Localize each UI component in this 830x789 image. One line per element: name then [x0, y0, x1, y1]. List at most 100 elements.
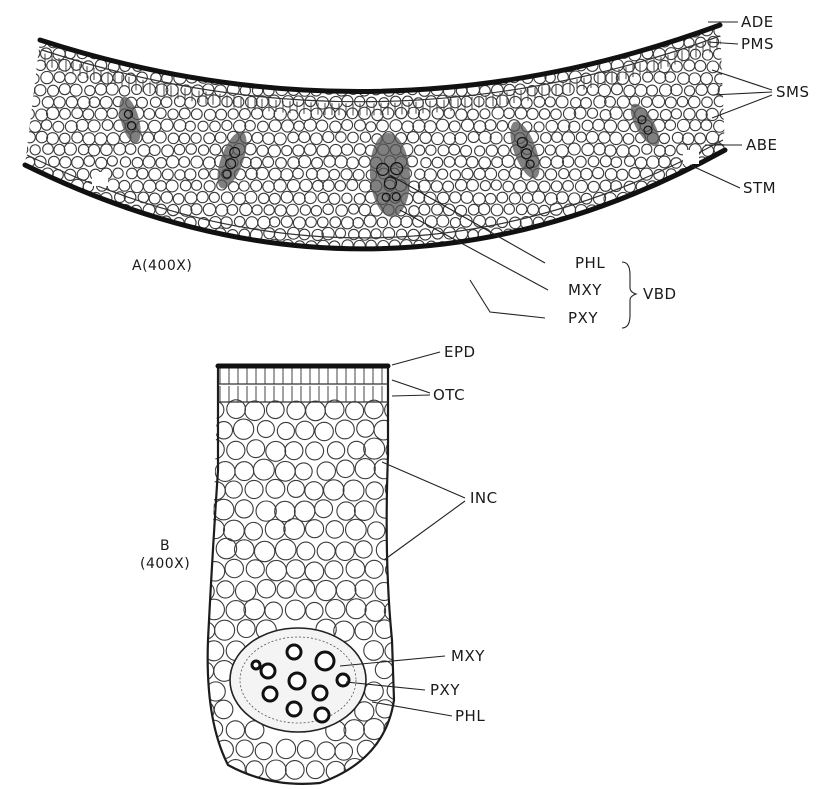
mesophyll-cell	[269, 193, 280, 204]
mesophyll-cell	[214, 252, 226, 264]
mesophyll-cell	[84, 324, 95, 335]
mesophyll-cell	[557, 24, 568, 35]
mesophyll-cell	[424, 47, 436, 59]
mesophyll-cell	[168, 323, 180, 335]
cortex-cell	[346, 519, 367, 540]
mesophyll-cell	[239, 252, 251, 264]
mesophyll-cell	[30, 193, 40, 203]
mesophyll-cell	[623, 277, 635, 289]
label-pxy-b: PXY	[430, 681, 460, 699]
mesophyll-cell	[641, 97, 652, 108]
mesophyll-cell	[413, 265, 424, 276]
cortex-cell	[306, 401, 326, 421]
mesophyll-cell	[418, 300, 430, 312]
mesophyll-cell	[641, 312, 653, 324]
mesophyll-cell	[144, 276, 156, 288]
mesophyll-cell	[288, 278, 298, 288]
mesophyll-cell	[203, 61, 215, 73]
mesophyll-cell	[17, 144, 28, 155]
mesophyll-cell	[276, 158, 287, 169]
mesophyll-cell	[360, 253, 371, 264]
mesophyll-cell	[29, 218, 39, 228]
panel-b-caption-letter: B	[160, 538, 170, 554]
mesophyll-cell	[269, 24, 281, 36]
mesophyll-cell	[510, 24, 521, 35]
mesophyll-cell	[41, 313, 51, 323]
mesophyll-cell	[390, 120, 402, 132]
mesophyll-cell	[352, 288, 364, 300]
mesophyll-cell	[287, 300, 299, 312]
mesophyll-cell	[263, 133, 275, 145]
cortex-cell	[286, 560, 305, 579]
mesophyll-cell	[587, 36, 598, 47]
mesophyll-cell	[139, 216, 149, 226]
mesophyll-cell	[120, 157, 130, 167]
label-vbd: VBD	[643, 285, 677, 303]
mesophyll-cell	[347, 36, 357, 46]
mesophyll-cell	[678, 73, 690, 85]
mesophyll-cell	[666, 313, 676, 323]
mesophyll-cell	[424, 169, 436, 181]
mesophyll-cell	[282, 120, 294, 132]
cortex-cell	[245, 522, 263, 540]
mesophyll-cell	[396, 107, 407, 118]
mesophyll-cell	[437, 192, 449, 204]
mesophyll-cell	[702, 217, 713, 228]
mesophyll-cell	[600, 180, 611, 191]
cortex-cell	[216, 538, 236, 558]
mesophyll-cell	[132, 157, 143, 168]
mesophyll-cell	[107, 179, 119, 191]
mesophyll-cell	[643, 72, 653, 82]
cortex-cell	[266, 760, 286, 780]
mesophyll-cell	[407, 132, 418, 143]
mesophyll-cell	[264, 205, 274, 215]
mesophyll-cell	[720, 157, 731, 168]
cortex-cell	[364, 641, 384, 661]
mesophyll-cell	[143, 180, 155, 192]
mesophyll-cell	[240, 36, 251, 47]
mesophyll-cell	[286, 253, 298, 265]
cortex-cell	[385, 759, 404, 778]
mesophyll-cell	[311, 36, 323, 48]
mesophyll-cell	[672, 132, 683, 143]
mesophyll-cell	[185, 169, 196, 180]
mesophyll-cell	[167, 276, 179, 288]
mesophyll-cell	[132, 325, 143, 336]
mesophyll-cell	[654, 313, 666, 325]
mesophyll-cell	[527, 204, 538, 215]
cortex-cell	[346, 599, 366, 619]
mesophyll-cell	[437, 215, 449, 227]
cortex-cell	[247, 440, 265, 458]
mesophyll-cell	[97, 37, 107, 47]
mesophyll-cell	[23, 60, 34, 71]
mesophyll-cell	[35, 277, 46, 288]
label-epd: EPD	[444, 343, 476, 361]
mesophyll-cell	[53, 312, 64, 323]
mesophyll-cell	[552, 84, 563, 95]
mesophyll-cell	[174, 120, 186, 132]
mesophyll-cell	[96, 325, 107, 336]
mesophyll-cell	[101, 144, 113, 156]
cortex-cell	[236, 740, 253, 757]
mesophyll-cell	[168, 133, 179, 144]
mesophyll-cell	[107, 156, 117, 166]
mesophyll-cell	[492, 276, 503, 287]
mesophyll-cell	[409, 324, 420, 335]
cortex-cell	[196, 422, 215, 441]
mesophyll-cell	[456, 36, 467, 47]
mesophyll-cell	[306, 217, 317, 228]
mesophyll-cell	[162, 24, 172, 34]
mesophyll-cell	[690, 287, 702, 299]
mesophyll-cell	[154, 131, 166, 143]
mesophyll-cell	[161, 119, 173, 131]
mesophyll-cell	[150, 288, 161, 299]
mesophyll-cell	[618, 312, 629, 323]
mesophyll-cell	[47, 107, 59, 119]
mesophyll-cell	[245, 288, 257, 300]
mesophyll-cell	[125, 216, 136, 227]
mesophyll-cell	[280, 312, 292, 324]
mesophyll-cell	[666, 217, 676, 227]
mesophyll-cell	[316, 263, 328, 275]
mesophyll-cell	[156, 108, 167, 119]
cortex-cell	[355, 622, 373, 640]
